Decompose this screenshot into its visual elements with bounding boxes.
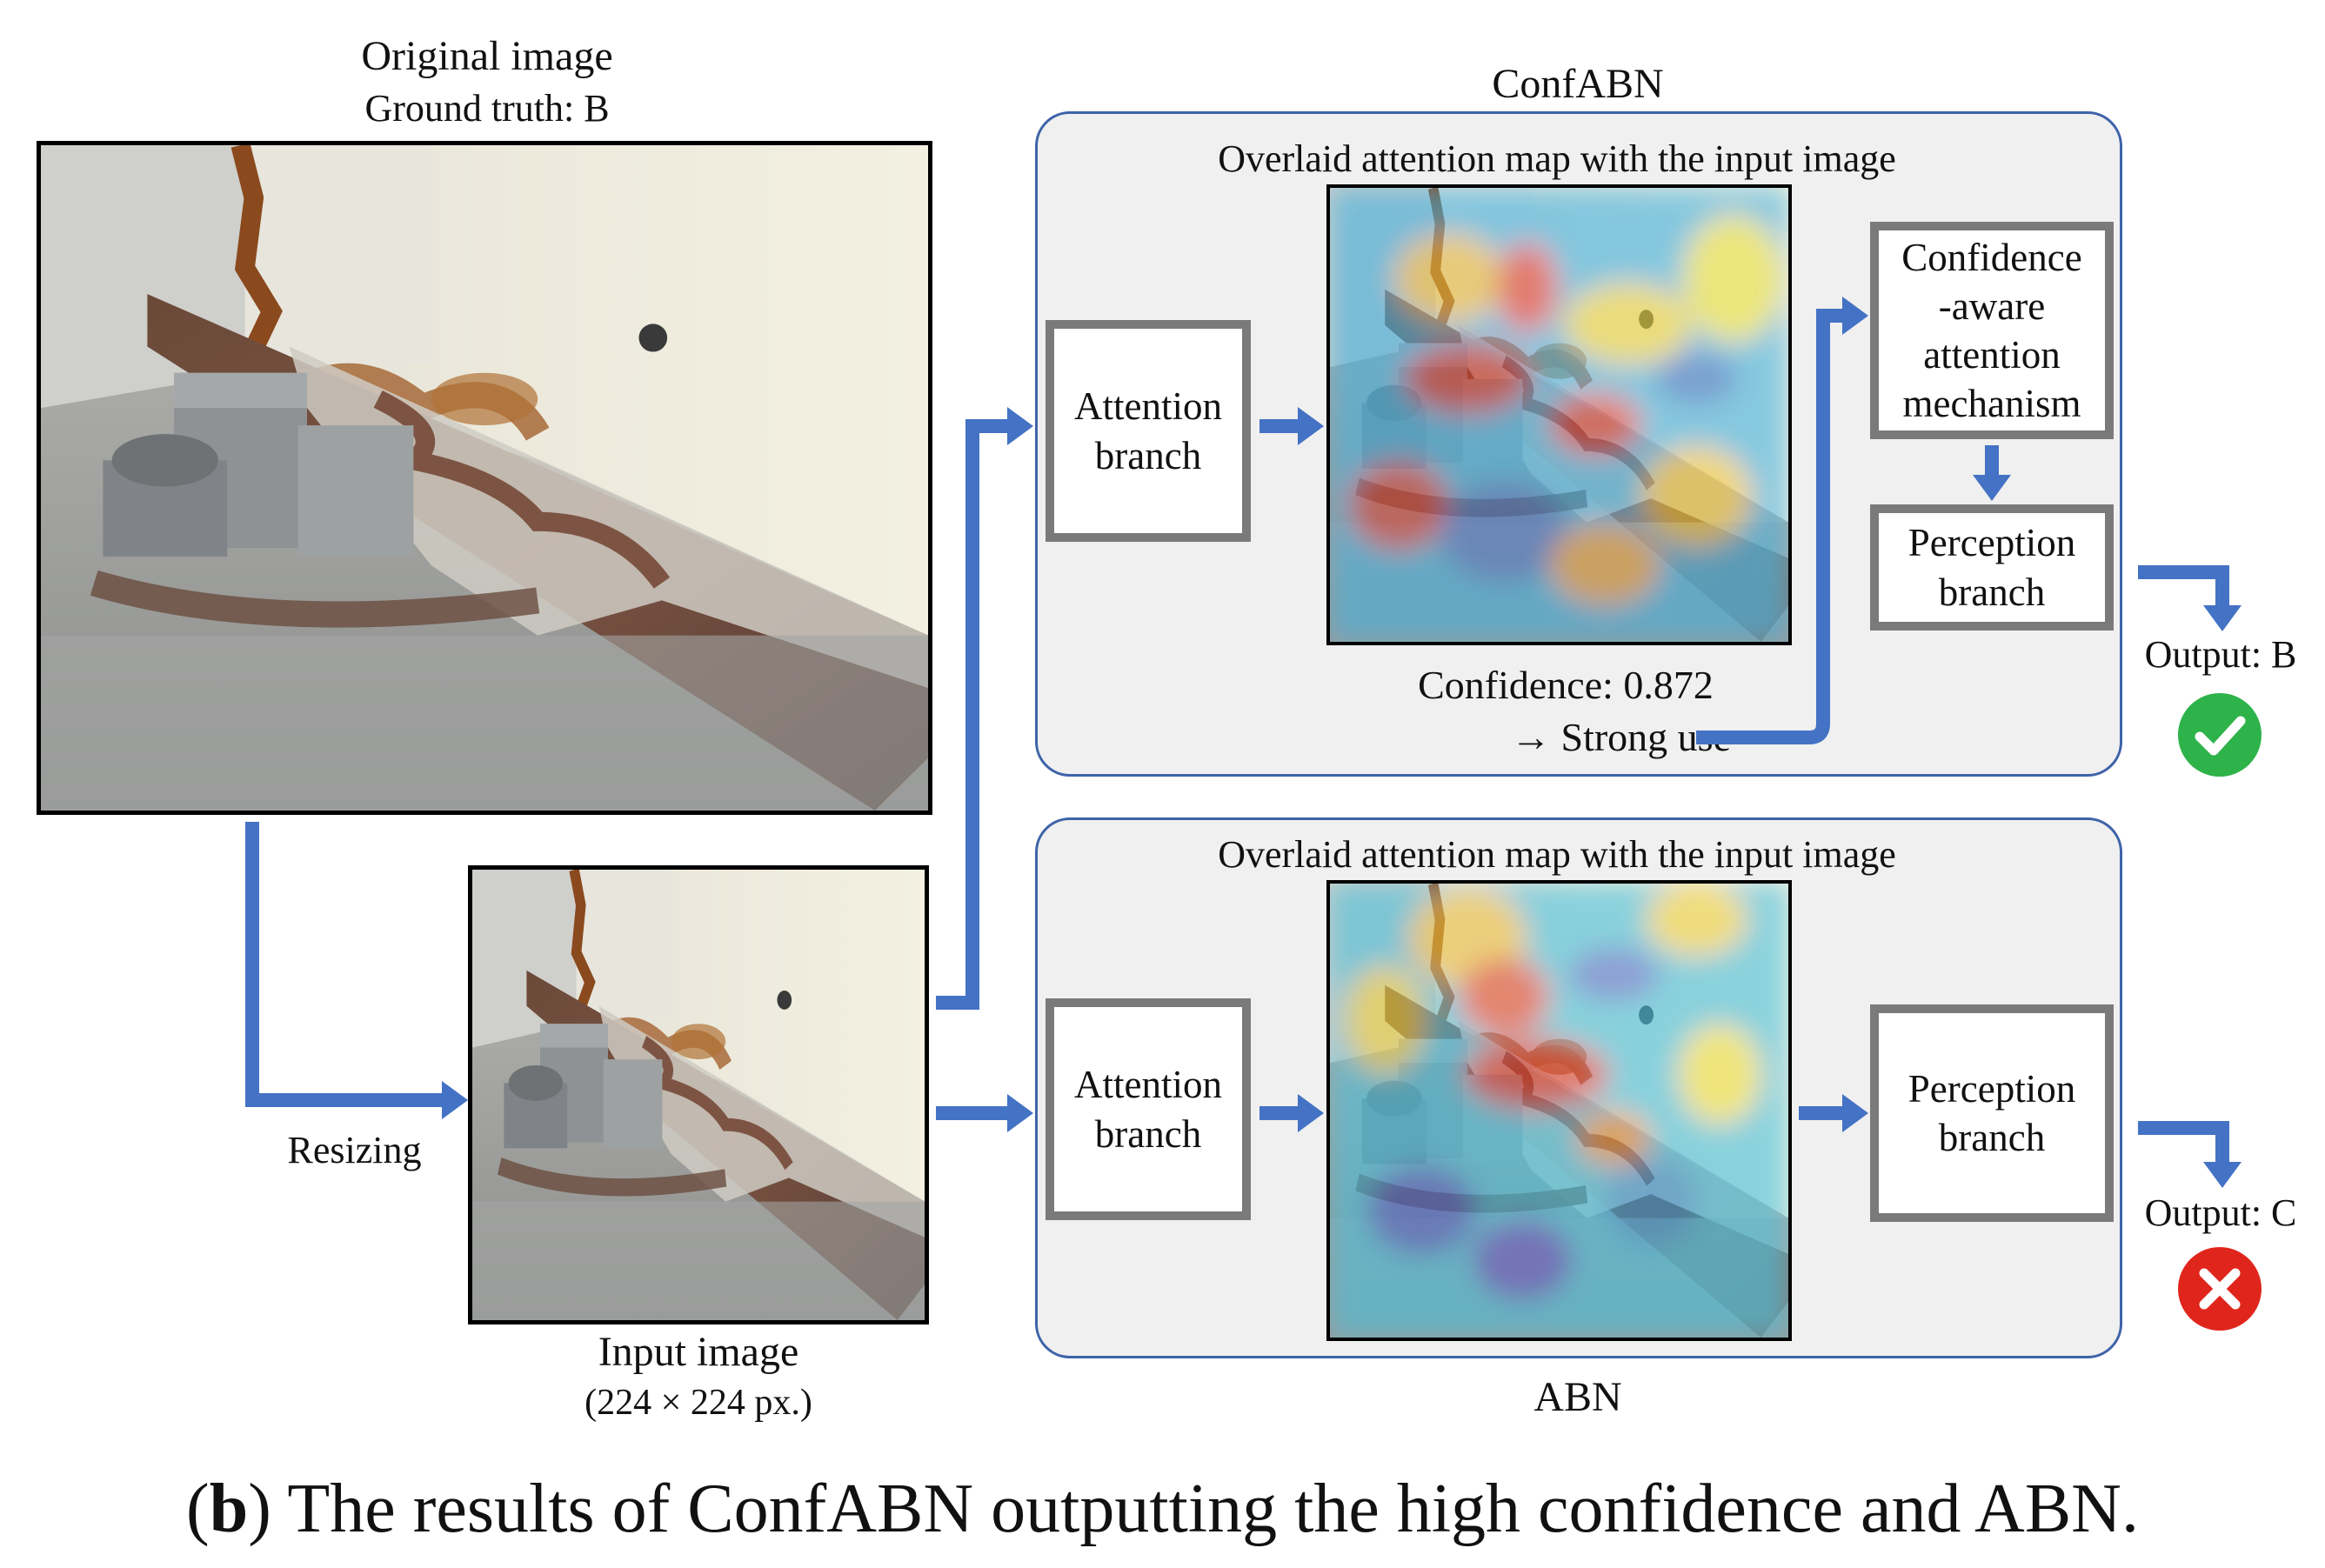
ground-truth-label: Ground truth: B: [364, 87, 610, 130]
abn-attention-map: [1326, 880, 1792, 1341]
caption-text: The results of ConfABN outputting the hi…: [287, 1471, 2139, 1547]
confabn-output-arrow: [2138, 565, 2229, 607]
input-image-size: (224 × 224 px.): [585, 1383, 812, 1423]
cross-icon: [2176, 1245, 2263, 1332]
abn-title: ABN: [1533, 1374, 1622, 1420]
abn-output-arrow: [2138, 1121, 2229, 1164]
abn-attention-branch: Attention branch: [1046, 998, 1251, 1220]
input-image: [468, 865, 929, 1324]
input-image-label: Input image: [598, 1329, 799, 1375]
resizing-label: Resizing: [287, 1129, 422, 1171]
confabn-attention-map: [1326, 184, 1792, 645]
confabn-title: ConfABN: [1492, 61, 1664, 107]
input-to-confabn-arrow: [936, 419, 1007, 1010]
confidence-aware-attention-mechanism: Confidence -aware attention mechanism: [1870, 222, 2114, 439]
confabn-overlay-title: Overlaid attention map with the input im…: [1218, 137, 1896, 180]
figure-caption: (b) The results of ConfABN outputting th…: [186, 1471, 2139, 1547]
abn-overlay-title: Overlaid attention map with the input im…: [1218, 833, 1896, 876]
original-image: [37, 141, 932, 815]
confabn-perception-branch: Perception branch: [1870, 504, 2114, 631]
confidence-to-mechanism-arrow: [1696, 309, 1842, 744]
abn-output-label: Output: C: [2144, 1191, 2297, 1234]
check-icon: [2176, 691, 2263, 778]
abn-perception-branch: Perception branch: [1870, 1004, 2114, 1222]
caption-label: b: [209, 1471, 249, 1547]
resize-arrow: [245, 822, 442, 1107]
confabn-confidence-use: → Strong use: [1511, 715, 1731, 759]
confabn-attention-branch: Attention branch: [1046, 320, 1251, 542]
original-image-title: Original image: [361, 33, 613, 79]
confabn-output-label: Output: B: [2144, 633, 2297, 676]
confabn-confidence: Confidence: 0.872: [1418, 663, 1714, 707]
